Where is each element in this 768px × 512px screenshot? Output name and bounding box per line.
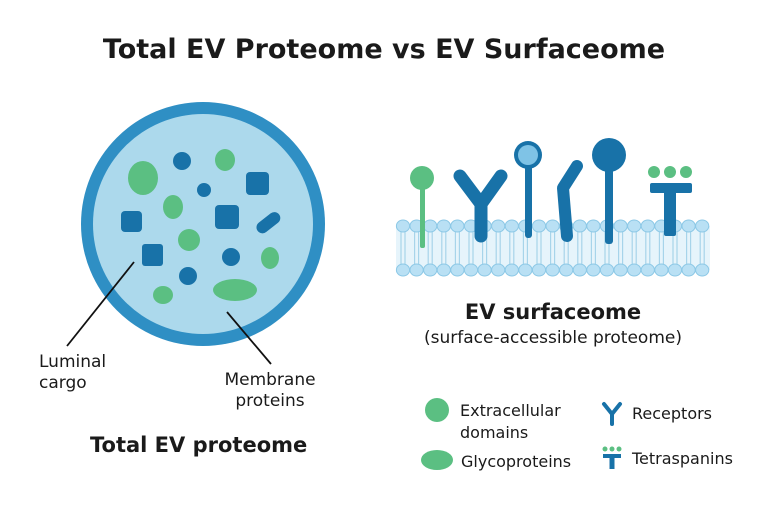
- luminal-cargo-leader-line: [66, 261, 135, 347]
- receptor-protein: [592, 138, 626, 244]
- lipid-head: [518, 263, 533, 277]
- vesicle-cargo: [121, 149, 281, 304]
- legend-extracellular-domains: Extracellular domains: [460, 400, 561, 444]
- lipid-head: [654, 263, 669, 277]
- lipid-head: [586, 219, 601, 233]
- lipid-head: [640, 263, 655, 277]
- cargo-blue-rod: [256, 212, 281, 234]
- lipid-head: [572, 263, 587, 277]
- cargo-blue-dot: [179, 267, 197, 285]
- cargo-blue-dot: [197, 183, 211, 197]
- lipid-head: [395, 263, 411, 277]
- lipid-head: [395, 219, 411, 233]
- cargo-blue-square: [246, 172, 269, 195]
- lipid-head: [627, 219, 642, 233]
- lipid-head: [681, 219, 696, 233]
- luminal-cargo-label: Luminal cargo: [39, 352, 106, 394]
- lipid-head: [531, 263, 547, 277]
- lipid-head: [504, 263, 519, 277]
- lipid-head: [409, 263, 424, 277]
- lipid-head: [613, 219, 628, 233]
- lipid-head: [423, 219, 438, 233]
- lipid-head: [504, 219, 519, 233]
- legend-extracellular-line1: Extracellular: [460, 401, 561, 420]
- cargo-blue-dot: [222, 248, 240, 266]
- lipid-head: [531, 219, 547, 233]
- luminal-cargo-label-line2: cargo: [39, 373, 87, 393]
- legend-tetraspanins: Tetraspanins: [632, 449, 733, 468]
- lipid-head: [640, 219, 655, 233]
- lipid-head: [436, 263, 451, 277]
- lipid-head: [613, 263, 628, 277]
- cargo-blue-square: [142, 244, 163, 266]
- lipid-head: [681, 263, 696, 277]
- lipid-head: [627, 263, 642, 277]
- legend-glycoproteins: Glycoproteins: [461, 452, 572, 471]
- cargo-green-oval: [215, 149, 235, 171]
- lipid-head: [477, 263, 492, 277]
- lipid-head: [545, 263, 560, 277]
- lipid-head: [450, 219, 465, 233]
- lipid-head: [586, 263, 601, 277]
- lipid-head: [572, 219, 587, 233]
- lipid-head: [463, 263, 479, 277]
- lipid-head: [695, 263, 710, 277]
- membrane-proteins-label: Membrane proteins: [218, 370, 322, 412]
- lipid-head: [599, 263, 615, 277]
- cargo-green-oval: [261, 247, 279, 269]
- lipid-head: [695, 219, 710, 233]
- cargo-blue-square: [215, 205, 239, 229]
- lipid-bilayer: [395, 219, 710, 277]
- cargo-green-oval: [213, 279, 257, 301]
- cargo-green-oval: [153, 286, 173, 304]
- extracellular-domains-icon: [425, 398, 449, 422]
- ev-surfaceome-subcaption: (surface-accessible proteome): [424, 328, 682, 348]
- legend-receptors: Receptors: [632, 404, 713, 423]
- extracellular-domain-protein: [410, 166, 434, 248]
- page-title: Total EV Proteome vs EV Surfaceome: [102, 34, 666, 65]
- membrane-proteins-label-line1: Membrane: [224, 370, 316, 390]
- lipid-head: [450, 263, 465, 277]
- tetraspanins-icon: [602, 446, 622, 469]
- membrane-proteins-label-line2: proteins: [235, 391, 305, 411]
- lipid-head: [491, 263, 506, 277]
- ev-surfaceome-caption: EV surfaceome: [464, 300, 642, 324]
- vesicle: [81, 102, 325, 346]
- lipid-head: [559, 263, 574, 277]
- tetraspanin-protein: [648, 166, 692, 236]
- lipid-head: [436, 219, 451, 233]
- luminal-cargo-label-line1: Luminal: [39, 352, 107, 372]
- receptor-protein: [557, 160, 583, 242]
- total-ev-proteome-caption: Total EV proteome: [90, 433, 308, 457]
- bilayer-core: [396, 226, 710, 270]
- membrane-proteins-leader-line: [226, 311, 272, 365]
- lipid-head: [491, 219, 506, 233]
- surface-proteins: [410, 138, 692, 248]
- receptor-protein: [514, 141, 542, 238]
- cargo-green-oval: [128, 161, 158, 195]
- lipid-head: [545, 219, 560, 233]
- cargo-green-dot: [178, 229, 200, 251]
- cargo-blue-square: [121, 211, 142, 232]
- glycoproteins-icon: [421, 450, 453, 470]
- cargo-green-oval: [163, 195, 183, 219]
- legend-extracellular-line2: domains: [460, 423, 529, 442]
- receptor-protein: [453, 169, 508, 243]
- lipid-head: [667, 263, 683, 277]
- lipid-head: [423, 263, 438, 277]
- receptors-icon: [602, 402, 622, 426]
- cargo-blue-dot: [173, 152, 191, 170]
